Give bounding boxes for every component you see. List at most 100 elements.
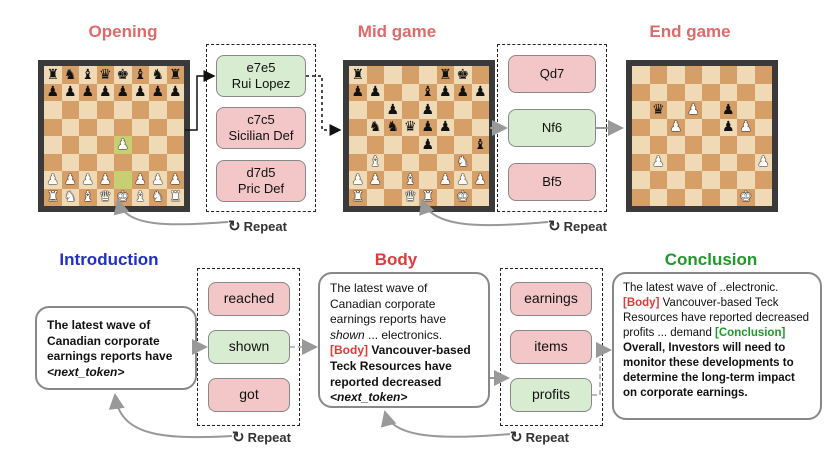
board-square: ♟ bbox=[79, 171, 97, 189]
board-square: ♟ bbox=[436, 118, 454, 136]
repeat-icon: ↻ bbox=[232, 429, 245, 446]
board-square bbox=[702, 83, 720, 101]
board-square: ♟ bbox=[419, 136, 437, 154]
stage-title-conclusion: Conclusion bbox=[664, 250, 758, 269]
board-square bbox=[667, 188, 685, 206]
board-square bbox=[719, 66, 737, 84]
board-square: ♟ bbox=[754, 153, 772, 171]
board-square bbox=[649, 136, 667, 154]
board-square bbox=[754, 136, 772, 154]
board-square bbox=[632, 171, 650, 189]
board-square: ♝ bbox=[419, 83, 437, 101]
board-square: ♟ bbox=[436, 83, 454, 101]
board-square: ♝ bbox=[401, 171, 419, 189]
white-piece-icon: ♟ bbox=[116, 136, 130, 153]
board-square bbox=[632, 66, 650, 84]
board-square: ♟ bbox=[114, 83, 132, 101]
black-piece-icon: ♝ bbox=[421, 84, 435, 101]
board-square bbox=[737, 153, 755, 171]
board-square: ♛ bbox=[401, 118, 419, 136]
board-square: ♜ bbox=[166, 66, 184, 84]
board-square: ♟ bbox=[149, 83, 167, 101]
board-square: ♞ bbox=[149, 188, 167, 206]
white-piece-icon: ♞ bbox=[456, 154, 470, 171]
candidate-word: earnings bbox=[524, 290, 578, 307]
board-square bbox=[702, 66, 720, 84]
stage-title-introduction: Introduction bbox=[59, 250, 159, 269]
board-square: ♟ bbox=[737, 118, 755, 136]
board-square bbox=[79, 101, 97, 119]
board-square bbox=[61, 118, 79, 136]
body-next-token: <next_token> bbox=[330, 390, 408, 405]
board-square: ♟ bbox=[454, 83, 472, 101]
board-square bbox=[632, 83, 650, 101]
board-square: ♟ bbox=[349, 171, 367, 189]
arrow-candidate-to-conclusion bbox=[592, 342, 612, 396]
board-square: ♚ bbox=[737, 188, 755, 206]
conclusion-text-box: The latest wave of ..electronic. [Body] … bbox=[612, 272, 822, 420]
board-square bbox=[384, 66, 402, 84]
black-piece-icon: ♞ bbox=[386, 119, 400, 136]
repeat-label-intro: ↻ Repeat bbox=[232, 428, 291, 446]
black-piece-icon: ♟ bbox=[151, 84, 165, 101]
board-square bbox=[114, 171, 132, 189]
board-square bbox=[632, 118, 650, 136]
board-square bbox=[419, 171, 437, 189]
white-piece-icon: ♜ bbox=[168, 189, 182, 206]
black-piece-icon: ♞ bbox=[368, 119, 382, 136]
conclusion-body-tag: [Body] bbox=[623, 296, 660, 309]
stage-title-body: Body bbox=[374, 250, 418, 269]
board-square bbox=[166, 153, 184, 171]
board-square bbox=[702, 118, 720, 136]
board-square bbox=[702, 101, 720, 119]
black-piece-icon: ♛ bbox=[651, 101, 665, 118]
board-square: ♞ bbox=[61, 66, 79, 84]
black-piece-icon: ♟ bbox=[721, 101, 735, 118]
board-square bbox=[737, 66, 755, 84]
board-square bbox=[114, 101, 132, 119]
board-square bbox=[166, 118, 184, 136]
board-square bbox=[61, 136, 79, 154]
black-piece-icon: ♟ bbox=[368, 84, 382, 101]
board-square bbox=[131, 118, 149, 136]
board-square bbox=[684, 188, 702, 206]
board-square bbox=[667, 153, 685, 171]
white-piece-icon: ♛ bbox=[403, 189, 417, 206]
board-square bbox=[471, 188, 489, 206]
white-piece-icon: ♟ bbox=[651, 154, 665, 171]
board-square bbox=[44, 118, 62, 136]
black-piece-icon: ♜ bbox=[46, 66, 60, 83]
board-square: ♟ bbox=[166, 171, 184, 189]
white-piece-icon: ♝ bbox=[368, 154, 382, 171]
white-piece-icon: ♟ bbox=[151, 171, 165, 188]
board-square bbox=[61, 153, 79, 171]
board-square: ♟ bbox=[44, 171, 62, 189]
repeat-curve-body bbox=[380, 410, 511, 438]
board-square bbox=[719, 83, 737, 101]
introduction-text-box: The latest wave of Canadian corporate ea… bbox=[35, 306, 197, 390]
board-square: ♟ bbox=[719, 118, 737, 136]
board-square bbox=[719, 171, 737, 189]
black-piece-icon: ♟ bbox=[98, 84, 112, 101]
board-square bbox=[684, 118, 702, 136]
black-piece-icon: ♟ bbox=[386, 101, 400, 118]
conclusion-text-plain: The latest wave of ..electronic. bbox=[623, 282, 779, 294]
board-square: ♟ bbox=[471, 83, 489, 101]
board-square: ♟ bbox=[149, 171, 167, 189]
mid-candidate-nf6: Nf6 bbox=[508, 109, 596, 147]
board-square bbox=[737, 171, 755, 189]
board-square bbox=[684, 66, 702, 84]
board-square: ♝ bbox=[79, 66, 97, 84]
white-piece-icon: ♝ bbox=[81, 189, 95, 206]
board-square: ♟ bbox=[131, 171, 149, 189]
board-square bbox=[471, 118, 489, 136]
board-square: ♜ bbox=[436, 66, 454, 84]
black-piece-icon: ♟ bbox=[46, 84, 60, 101]
board-square bbox=[754, 188, 772, 206]
board-square: ♚ bbox=[454, 66, 472, 84]
board-square bbox=[166, 101, 184, 119]
white-piece-icon: ♟ bbox=[81, 171, 95, 188]
board-square bbox=[632, 188, 650, 206]
repeat-curve-intro bbox=[108, 393, 233, 439]
